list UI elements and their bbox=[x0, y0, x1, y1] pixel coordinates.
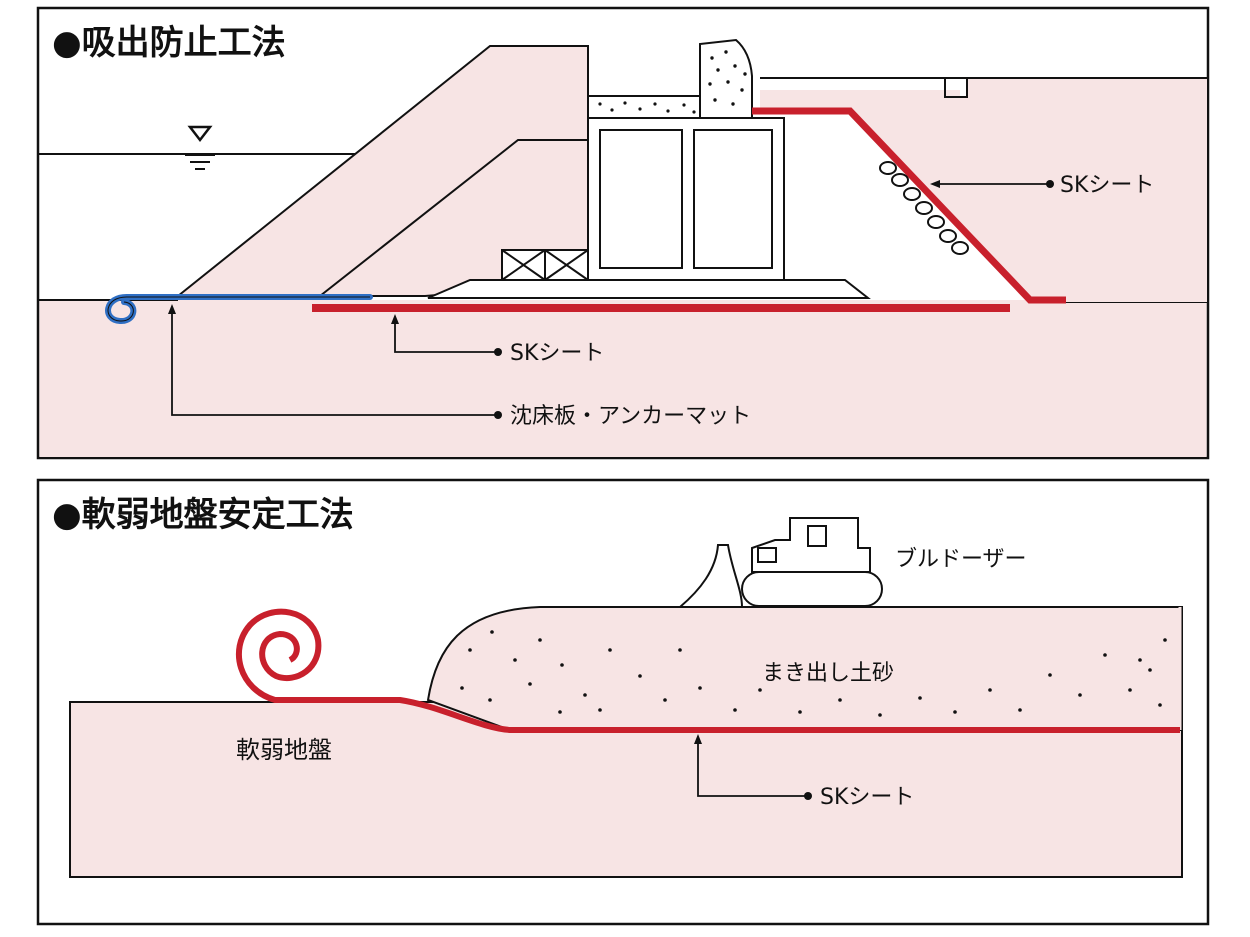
leader-anchor-mat bbox=[168, 304, 502, 419]
panel1-land-notch bbox=[944, 78, 968, 98]
anchor-mat-outline bbox=[107, 296, 370, 322]
coil-stones bbox=[879, 161, 969, 255]
leader-sk-sheet-2 bbox=[694, 734, 812, 800]
crossed-blocks bbox=[501, 249, 589, 281]
label-sk-sheet-bottom: SKシート bbox=[510, 341, 604, 366]
box-cell-right bbox=[693, 129, 773, 269]
label-fill-soil: まき出し土砂 bbox=[762, 661, 894, 686]
base-slab bbox=[427, 279, 871, 299]
fill-soil-dots bbox=[460, 630, 1167, 717]
panel-suction-prevention: ●吸出防止工法 SKシート SKシート 沈床板・アンカーマット bbox=[36, 6, 1210, 460]
parapet-block bbox=[699, 38, 753, 119]
gravel-top bbox=[587, 95, 701, 119]
panel1-ground bbox=[39, 300, 1207, 457]
panel2-title: ●軟弱地盤安定工法 bbox=[52, 495, 354, 535]
label-bulldozer: ブルドーザー bbox=[895, 547, 1027, 572]
bulldozer-icon bbox=[677, 517, 883, 608]
label-soft-ground: 軟弱地盤 bbox=[236, 736, 332, 764]
levee-inner-slope bbox=[319, 139, 588, 297]
label-anchor-mat: 沈床板・アンカーマット bbox=[510, 404, 751, 429]
box-cell-left bbox=[599, 129, 683, 269]
panel1-right-land bbox=[760, 78, 1207, 302]
parapet-dots bbox=[708, 50, 747, 106]
water-level-icon bbox=[185, 125, 215, 170]
label-sk-sheet-2: SKシート bbox=[820, 785, 914, 810]
sk-sheet-roll bbox=[235, 608, 1180, 733]
leader-sk-right bbox=[930, 180, 1054, 188]
fill-soil-mound bbox=[426, 606, 1183, 731]
panel-soft-ground: ●軟弱地盤安定工法 ブルドーザー まき出し土砂 軟弱地盤 SKシート bbox=[36, 478, 1210, 926]
gravel-dots bbox=[598, 101, 696, 114]
panel1-title: ●吸出防止工法 bbox=[52, 23, 286, 63]
sk-sheet-slope bbox=[752, 107, 1066, 304]
leader-sk-bottom bbox=[391, 314, 502, 356]
label-sk-sheet-right: SKシート bbox=[1060, 173, 1154, 198]
